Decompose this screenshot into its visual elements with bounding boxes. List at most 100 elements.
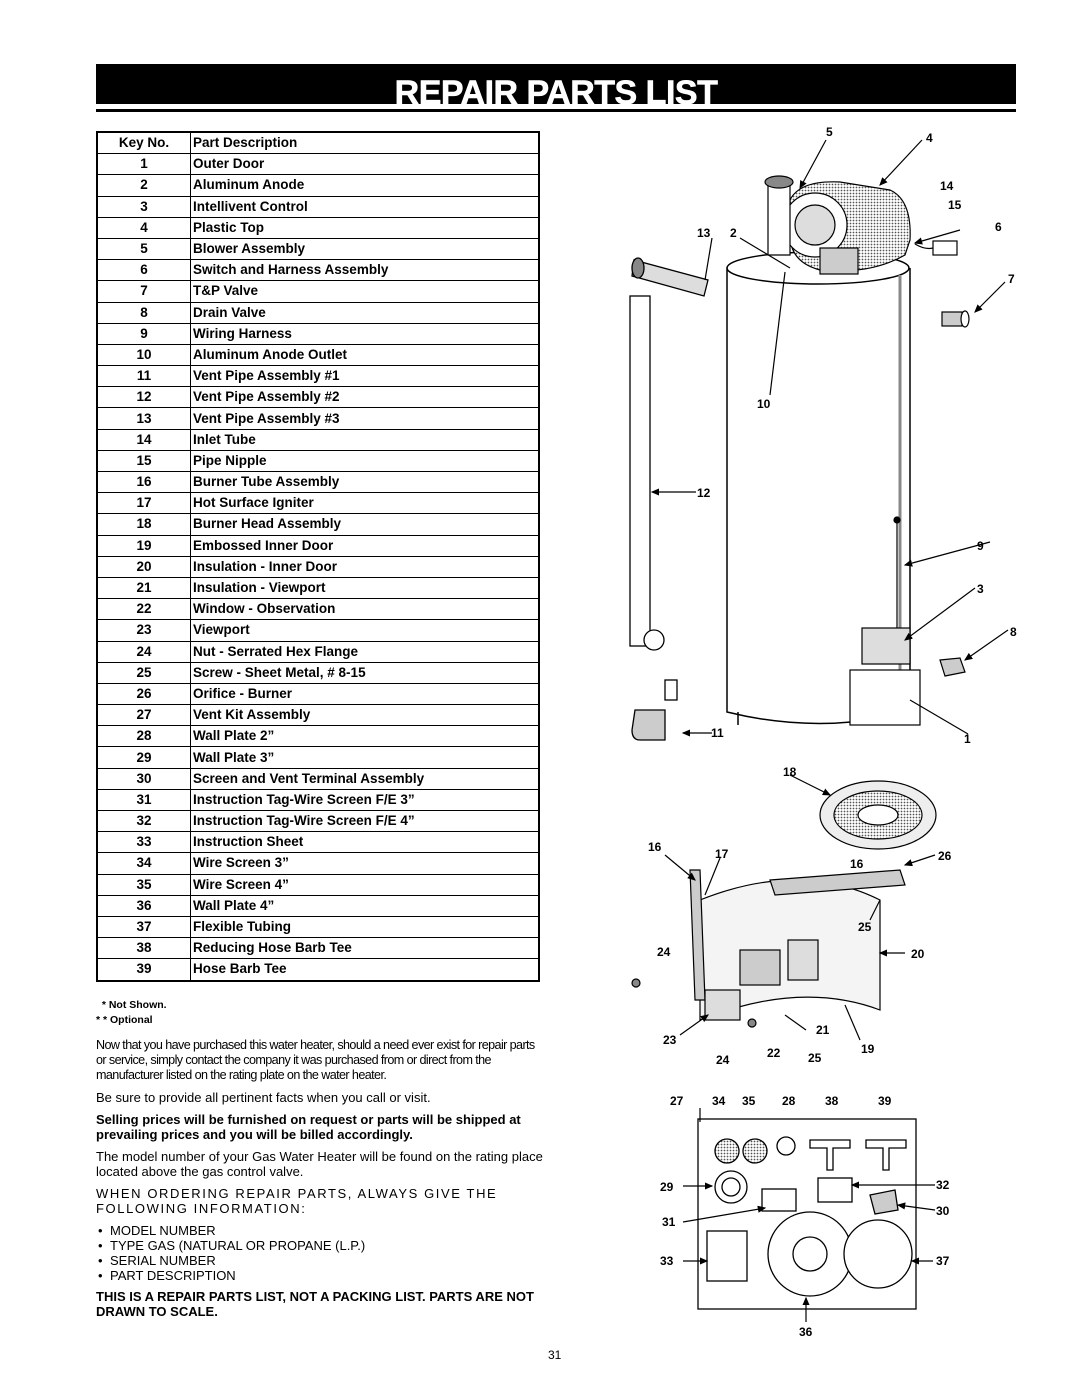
callout-7: 7 — [1008, 272, 1015, 286]
blower-assembly-drawing — [764, 175, 911, 275]
title-banner: REPAIR PARTS LIST — [96, 64, 1016, 110]
callout-9: 9 — [977, 539, 984, 553]
callout-31: 31 — [662, 1215, 676, 1229]
part-description-cell: Reducing Hose Barb Tee — [190, 937, 540, 960]
callout-34: 34 — [712, 1094, 726, 1108]
note-not-shown: * Not Shown. — [96, 999, 167, 1011]
ordering-heading: WHEN ORDERING REPAIR PARTS, ALWAYS GIVE … — [96, 1186, 498, 1216]
burner-door-assembly-drawing — [631, 869, 906, 1028]
part-description-cell: Vent Pipe Assembly #1 — [190, 365, 540, 388]
callout-14: 14 — [940, 179, 954, 193]
key-no-cell: 32 — [96, 809, 191, 833]
callout-3: 3 — [977, 582, 984, 596]
callout-25: 25 — [808, 1051, 822, 1065]
list-item: TYPE GAS (NATURAL OR PROPANE (L.P.) — [96, 1238, 544, 1253]
list-item: PART DESCRIPTION — [96, 1268, 544, 1283]
part-description-cell: Wiring Harness — [190, 322, 540, 345]
part-description-cell: Burner Tube Assembly — [190, 470, 540, 494]
callout-17: 17 — [715, 847, 729, 861]
footnotes: * Not Shown. * * Optional — [96, 998, 167, 1028]
intro-paragraph: Now that you have purchased this water h… — [96, 1038, 535, 1082]
callout-20: 20 — [911, 947, 925, 961]
part-description-cell: Wire Screen 3” — [190, 852, 540, 875]
key-no-cell: 35 — [96, 873, 191, 896]
callout-24: 24 — [657, 945, 671, 959]
part-description-cell: Wall Plate 3” — [190, 746, 540, 769]
callout-5: 5 — [826, 125, 833, 139]
callout-19: 19 — [861, 1042, 875, 1056]
disclaimer-paragraph: THIS IS A REPAIR PARTS LIST, NOT A PACKI… — [96, 1289, 534, 1319]
callout-18: 18 — [783, 765, 797, 779]
part-description-cell: Insulation - Inner Door — [190, 555, 540, 578]
list-item: SERIAL NUMBER — [96, 1253, 544, 1268]
list-item: MODEL NUMBER — [96, 1223, 544, 1238]
pricing-paragraph: Selling prices will be furnished on requ… — [96, 1112, 521, 1142]
page-title: REPAIR PARTS LIST — [394, 74, 718, 112]
callout-11: 11 — [711, 726, 724, 740]
callout-labels: 5 4 14 15 13 2 6 7 10 12 9 3 8 11 1 18 1… — [648, 125, 1017, 1339]
callout-16: 16 — [850, 857, 864, 871]
callout-12: 12 — [697, 486, 711, 500]
callout-29: 29 — [660, 1180, 674, 1194]
callout-28: 28 — [782, 1094, 796, 1108]
tp-valve-drawing — [941, 310, 970, 328]
callout-16: 16 — [648, 840, 662, 854]
ordering-info-list: MODEL NUMBER TYPE GAS (NATURAL OR PROPAN… — [96, 1223, 544, 1283]
callout-30: 30 — [936, 1204, 950, 1218]
callout-8: 8 — [1010, 625, 1017, 639]
callout-13: 13 — [697, 226, 711, 240]
callout-23: 23 — [663, 1033, 677, 1047]
callout-1: 1 — [964, 732, 971, 746]
part-description-cell: Hose Barb Tee — [190, 958, 540, 981]
gas-control-drawing — [849, 516, 966, 726]
callout-38: 38 — [825, 1094, 839, 1108]
callout-39: 39 — [878, 1094, 892, 1108]
part-description-cell: Screen and Vent Terminal Assembly — [190, 767, 540, 790]
callout-36: 36 — [799, 1325, 813, 1339]
facts-paragraph: Be sure to provide all pertinent facts w… — [96, 1090, 431, 1105]
key-no-cell: 13 — [96, 407, 191, 430]
callout-21: 21 — [816, 1023, 830, 1037]
callout-6: 6 — [995, 220, 1002, 234]
part-description-cell: Blower Assembly — [190, 237, 540, 261]
callout-22: 22 — [767, 1046, 781, 1060]
key-no-cell: 27 — [96, 704, 191, 727]
callout-33: 33 — [660, 1254, 674, 1268]
page-number: 31 — [548, 1348, 562, 1362]
ordering-instructions: Now that you have purchased this water h… — [96, 1038, 544, 1326]
callout-37: 37 — [936, 1254, 950, 1268]
part-description-cell: Wire Screen 4” — [190, 873, 540, 896]
callout-25: 25 — [858, 920, 872, 934]
callout-26: 26 — [938, 849, 952, 863]
callout-10: 10 — [757, 397, 771, 411]
switch-harness-drawing — [914, 240, 958, 256]
part-description-cell: Aluminum Anode Outlet — [190, 343, 540, 367]
callout-35: 35 — [742, 1094, 756, 1108]
callout-32: 32 — [936, 1178, 950, 1192]
callout-2: 2 — [730, 226, 737, 240]
